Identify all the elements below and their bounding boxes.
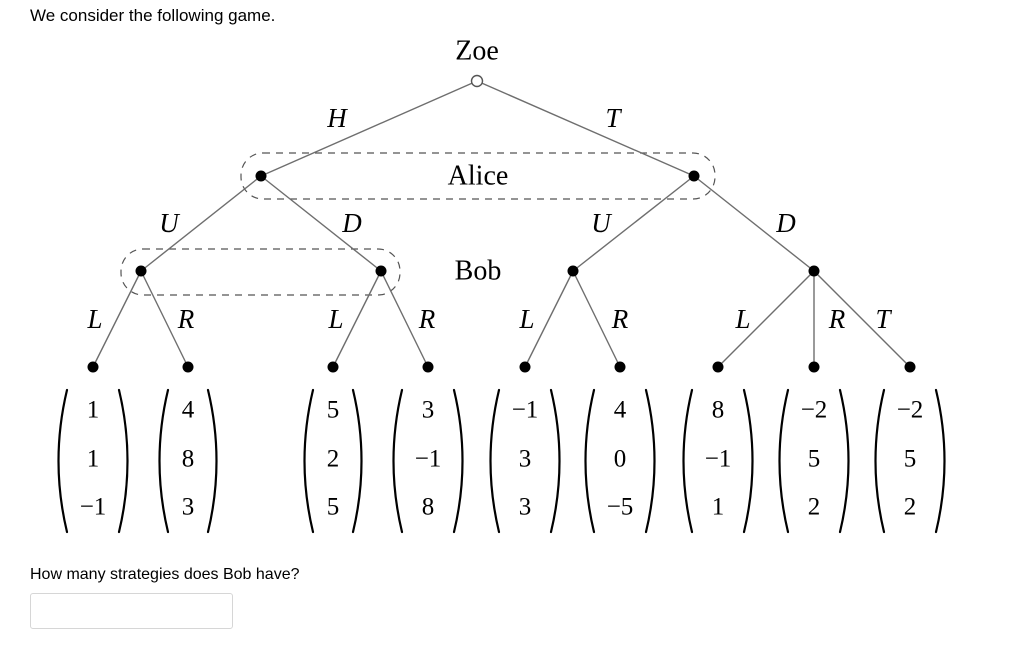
payoff-vector-3: 5 2 5 xyxy=(303,388,363,534)
leaf-node xyxy=(712,361,724,373)
payoff-value: 3 xyxy=(182,494,195,521)
payoff-value: 1 xyxy=(87,446,100,473)
payoff-value: 4 xyxy=(614,397,627,424)
payoff-value: −5 xyxy=(607,494,634,521)
payoff-value: 5 xyxy=(327,397,340,424)
question-text: How many strategies does Bob have? xyxy=(30,566,300,583)
payoff-value: 8 xyxy=(422,494,435,521)
payoff-value: −1 xyxy=(705,446,732,473)
leaf-node xyxy=(422,361,434,373)
edge-zoe-t xyxy=(476,80,695,177)
edge-alice2-d xyxy=(693,175,815,272)
action-label: L xyxy=(518,304,534,334)
node-alice-right xyxy=(688,170,700,182)
bob-information-set xyxy=(120,248,401,296)
edge-alice1-u xyxy=(140,175,262,272)
payoff-value: 8 xyxy=(182,446,195,473)
action-label: R xyxy=(418,304,436,334)
action-label: U xyxy=(159,208,180,238)
edge-bob4-l xyxy=(717,270,815,368)
payoff-value: 5 xyxy=(327,494,340,521)
alice-information-set xyxy=(240,152,716,200)
payoff-value: 5 xyxy=(808,446,821,473)
payoff-value: −2 xyxy=(897,397,924,424)
intro-text: We consider the following game. xyxy=(30,6,276,25)
edge-zoe-h xyxy=(260,80,478,177)
action-label: R xyxy=(611,304,629,334)
edge-bob3-l xyxy=(524,270,574,368)
player-label-alice: Alice xyxy=(448,160,509,191)
action-label: L xyxy=(327,304,343,334)
payoff-value: 2 xyxy=(327,446,340,473)
leaf-node xyxy=(327,361,339,373)
payoff-value: 2 xyxy=(904,494,917,521)
edge-bob2-l xyxy=(332,270,382,368)
leaf-node xyxy=(519,361,531,373)
edge-bob2-r xyxy=(380,270,429,368)
node-bob-2 xyxy=(375,265,387,277)
leaf-node xyxy=(87,361,99,373)
payoff-value: 3 xyxy=(519,446,532,473)
payoff-value: 3 xyxy=(422,397,435,424)
leaf-node xyxy=(808,361,820,373)
payoff-value: 8 xyxy=(712,397,725,424)
edge-alice1-d xyxy=(260,175,382,272)
action-label: L xyxy=(734,304,750,334)
edge-bob1-r xyxy=(140,270,189,368)
edge-alice2-u xyxy=(572,175,695,272)
action-label: R xyxy=(828,304,846,334)
payoff-vector-6: 4 0 −5 xyxy=(584,388,656,534)
game-tree-diagram: Zoe Alice Bob H T U D U D L R L R L R L … xyxy=(57,35,946,534)
action-label: T xyxy=(875,304,892,334)
action-label: T xyxy=(605,103,622,133)
payoff-value: 3 xyxy=(519,494,532,521)
node-bob-1 xyxy=(135,265,147,277)
action-label: R xyxy=(177,304,195,334)
node-bob-3 xyxy=(567,265,579,277)
answer-input[interactable] xyxy=(30,593,233,629)
payoff-vector-9: −2 5 2 xyxy=(874,388,946,534)
action-label: H xyxy=(326,103,348,133)
action-label: D xyxy=(775,208,796,238)
action-label: L xyxy=(86,304,102,334)
edge-bob1-l xyxy=(92,270,142,368)
edge-bob3-r xyxy=(572,270,621,368)
payoff-value: −2 xyxy=(801,397,828,424)
leaf-node xyxy=(904,361,916,373)
payoff-vector-8: −2 5 2 xyxy=(778,388,850,534)
player-label-zoe: Zoe xyxy=(455,35,499,66)
payoff-value: 4 xyxy=(182,397,195,424)
player-label-bob: Bob xyxy=(455,255,502,286)
node-bob-4 xyxy=(808,265,820,277)
payoff-value: 5 xyxy=(904,446,917,473)
payoff-vector-1: 1 1 −1 xyxy=(57,388,129,534)
action-label: U xyxy=(591,208,612,238)
payoff-value: −1 xyxy=(512,397,539,424)
edge-bob4-t xyxy=(813,270,911,368)
leaf-node xyxy=(182,361,194,373)
payoff-value: 2 xyxy=(808,494,821,521)
root-node-zoe xyxy=(470,74,484,88)
payoff-vector-5: −1 3 3 xyxy=(489,388,561,534)
payoff-value: 1 xyxy=(712,494,725,521)
payoff-vector-2: 4 8 3 xyxy=(158,388,218,534)
payoff-value: 1 xyxy=(87,397,100,424)
payoff-vector-7: 8 −1 1 xyxy=(682,388,754,534)
payoff-value: −1 xyxy=(80,494,107,521)
payoff-value: −1 xyxy=(415,446,442,473)
node-alice-left xyxy=(255,170,267,182)
action-label: D xyxy=(341,208,362,238)
payoff-value: 0 xyxy=(614,446,627,473)
leaf-node xyxy=(614,361,626,373)
payoff-vector-4: 3 −1 8 xyxy=(392,388,464,534)
